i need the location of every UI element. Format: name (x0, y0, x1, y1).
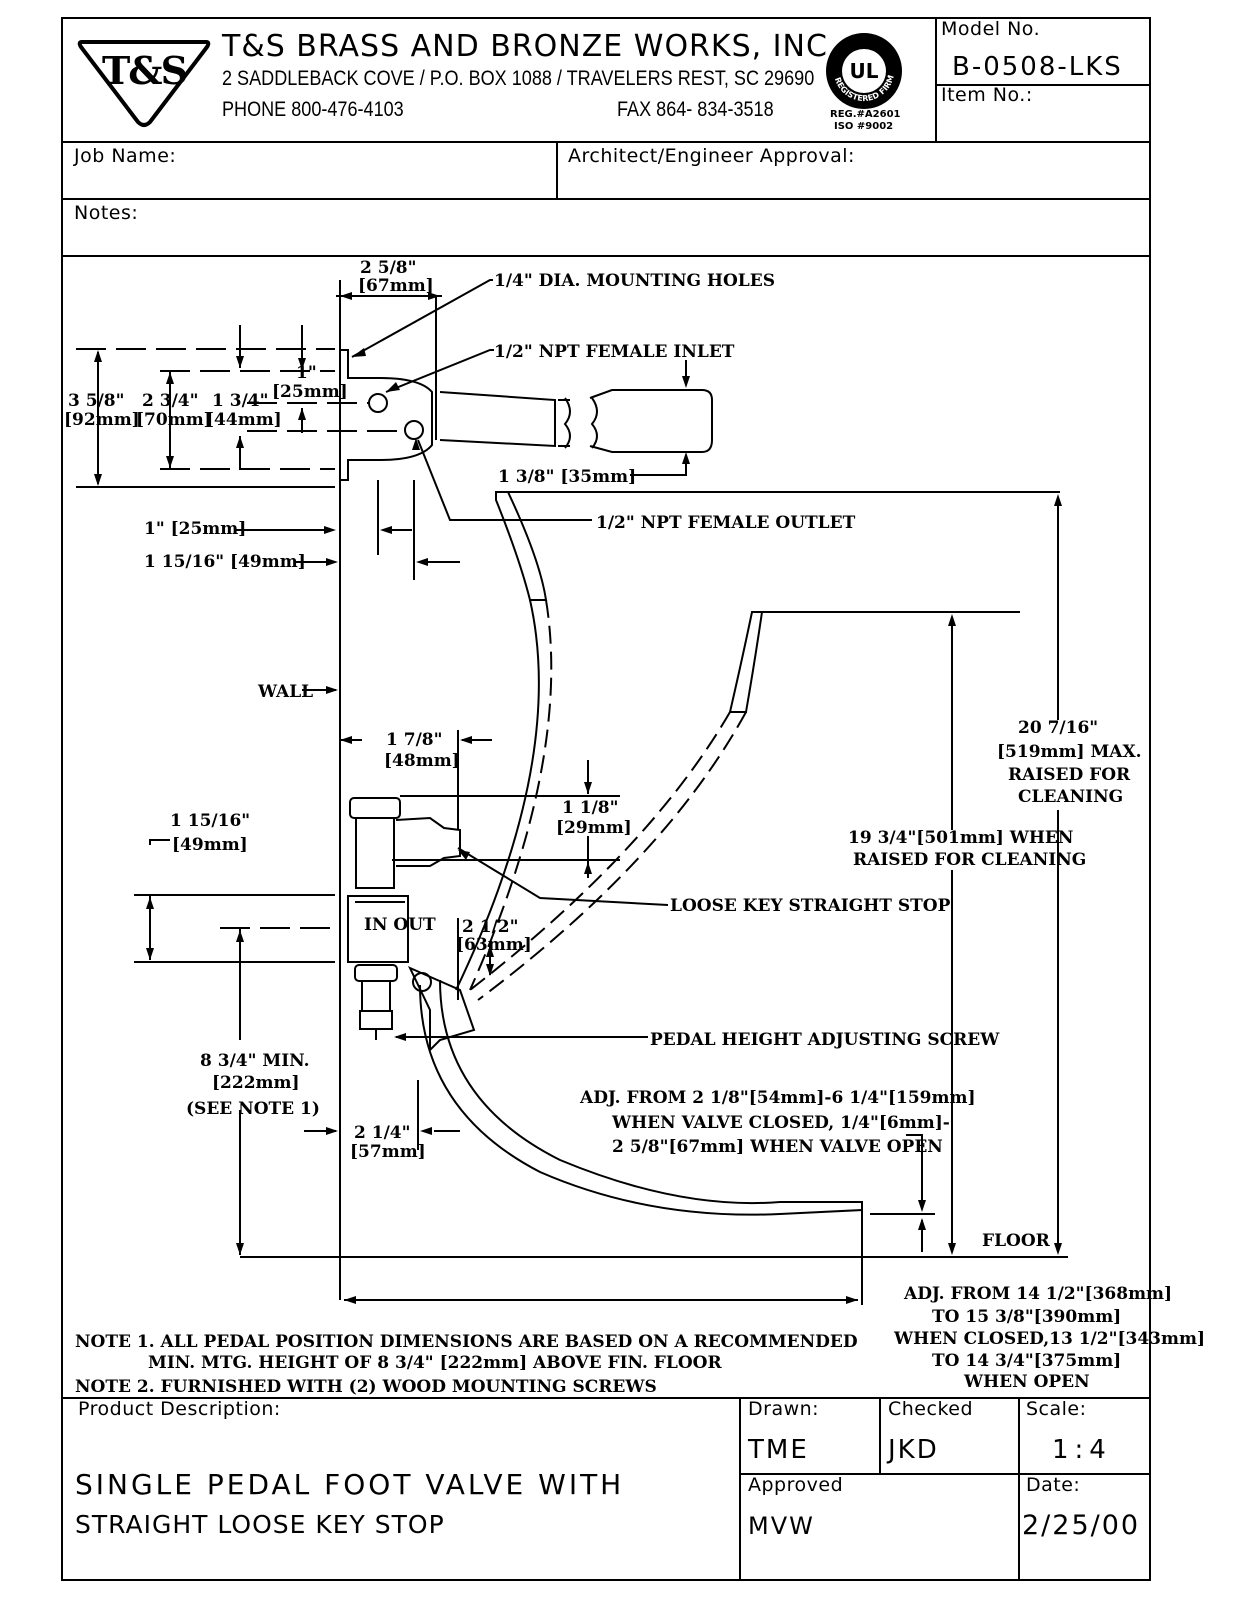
dim-44mm: [44mm] (206, 410, 282, 430)
label-raised-for: RAISED FOR (1008, 765, 1131, 785)
job-row-bottom (61, 198, 1151, 200)
footer-divider-3 (1018, 1397, 1020, 1581)
label-pedal-screw: PEDAL HEIGHT ADJUSTING SCREW (650, 1030, 1000, 1050)
notes-label: Notes: (74, 202, 139, 224)
dim-2-1-4: 2 1/4" (354, 1123, 410, 1143)
footer-mid-rule (739, 1473, 1151, 1475)
label-outlet: 1/2" NPT FEMALE OUTLET (596, 513, 856, 533)
label-adj-b2: TO 15 3/8"[390mm] (932, 1307, 1121, 1327)
dim-92mm: [92mm] (64, 410, 140, 430)
dim-1in: 1" (296, 363, 317, 383)
drawn-value: TME (748, 1435, 809, 1465)
label-loose-key: LOOSE KEY STRAIGHT STOP (670, 896, 951, 916)
ul-iso-number: ISO #9002 (834, 121, 894, 132)
notes-row-bottom (61, 255, 1151, 257)
header-bottom-rule (61, 141, 1151, 143)
ul-registered-icon: UL REGISTERED FIRM (826, 33, 902, 109)
scale-label: Scale: (1026, 1398, 1087, 1420)
label-adj-b4: TO 14 3/4"[375mm] (932, 1351, 1121, 1371)
drawn-label: Drawn: (748, 1398, 820, 1420)
dim-8-3-4: 8 3/4" MIN. (200, 1051, 310, 1071)
dim-19-3-4: 19 3/4"[501mm] WHEN (848, 828, 1073, 848)
dim-49mm: [49mm] (172, 835, 248, 855)
dim-1-15-16: 1 15/16" (170, 811, 250, 831)
label-see-note: (SEE NOTE 1) (186, 1099, 320, 1119)
dim-67mm: [67mm] (358, 276, 434, 296)
company-name: T&S BRASS AND BRONZE WORKS, INC. (222, 29, 839, 64)
dim-2-3-4: 2 3/4" (142, 391, 198, 411)
dim-70mm: [70mm] (136, 410, 212, 430)
label-cleaning: CLEANING (1018, 787, 1123, 807)
date-label: Date: (1026, 1474, 1081, 1496)
job-name-label: Job Name: (74, 145, 177, 167)
dim-20-7-16: 20 7/16" (1018, 718, 1098, 738)
model-no-label: Model No. (941, 18, 1041, 40)
label-adj-b5: WHEN OPEN (963, 1372, 1090, 1392)
dim-48mm: [48mm] (384, 751, 460, 771)
dim-29mm: [29mm] (556, 818, 632, 838)
label-adj-b1: ADJ. FROM 14 1/2"[368mm] (903, 1284, 1172, 1304)
dim-222mm: [222mm] (212, 1073, 300, 1093)
ts-logo: T&S (77, 40, 211, 127)
product-line-1: SINGLE PEDAL FOOT VALVE WITH (75, 1468, 625, 1501)
model-box-mid-rule (935, 84, 1151, 86)
note-1a: NOTE 1. ALL PEDAL POSITION DIMENSIONS AR… (75, 1332, 858, 1352)
approval-label: Architect/Engineer Approval: (568, 145, 855, 167)
date-value: 2/25/00 (1022, 1510, 1141, 1541)
dim-1-3-8: 1 3/8" [35mm] (498, 467, 636, 487)
approved-value: MVW (748, 1512, 815, 1540)
footer-top-rule (61, 1397, 1151, 1399)
label-adj-1: ADJ. FROM 2 1/8"[54mm]-6 1/4"[159mm] (579, 1088, 976, 1108)
job-row-divider (556, 141, 558, 198)
footer-divider-1 (739, 1397, 741, 1581)
label-mounting-holes: 1/4" DIA. MOUNTING HOLES (494, 271, 775, 291)
company-address: 2 SADDLEBACK COVE / P.O. BOX 1088 / TRAV… (222, 67, 815, 90)
dim-1-15-16-b: 1 15/16" [49mm] (144, 552, 306, 572)
sheet-border (61, 17, 1151, 1581)
label-adj-2: WHEN VALVE CLOSED, 1/4"[6mm]- (611, 1113, 950, 1133)
note-2: NOTE 2. FURNISHED WITH (2) WOOD MOUNTING… (75, 1377, 657, 1397)
scale-value: 1:4 (1052, 1435, 1112, 1465)
dim-63mm: [63mm] (456, 935, 532, 955)
company-fax: FAX 864- 834-3518 (617, 98, 774, 121)
footer-divider-2 (879, 1397, 881, 1473)
dim-1in-25mm: 1" [25mm] (144, 519, 246, 539)
foot-valve-diagram: 2 5/8" [67mm] 1/4" DIA. MOUNTING HOLES 1… (64, 258, 1205, 1397)
product-line-2: STRAIGHT LOOSE KEY STOP (75, 1510, 445, 1539)
label-wall: WALL (257, 682, 313, 702)
dim-25mm: [25mm] (272, 382, 348, 402)
approved-label: Approved (748, 1474, 844, 1496)
ul-text: UL (850, 59, 879, 83)
product-desc-label: Product Description: (78, 1398, 281, 1420)
model-no-value: B-0508-LKS (952, 52, 1123, 82)
dim-519mm: [519mm] MAX. (997, 742, 1142, 762)
dim-1-7-8: 1 7/8" (386, 730, 442, 750)
label-raised-cleaning: RAISED FOR CLEANING (853, 850, 1086, 870)
checked-label: Checked (888, 1398, 974, 1420)
item-no-label: Item No.: (941, 84, 1033, 106)
dim-1-1-8: 1 1/8" (562, 798, 618, 818)
company-phone: PHONE 800-476-4103 (222, 98, 404, 121)
dim-2-5-8: 2 5/8" (360, 258, 416, 278)
label-adj-3: 2 5/8"[67mm] WHEN VALVE OPEN (612, 1137, 943, 1157)
logo-text: T&S (102, 48, 187, 93)
dim-1-3-4: 1 3/4" (212, 391, 268, 411)
note-1b: MIN. MTG. HEIGHT OF 8 3/4" [222mm] ABOVE… (148, 1353, 722, 1373)
ul-reg-number: REG.#A2601 (830, 109, 901, 120)
label-floor: FLOOR (982, 1231, 1051, 1251)
checked-value: JKD (888, 1435, 939, 1465)
dim-57mm: [57mm] (350, 1142, 426, 1162)
dim-2-1-2: 2 1/2" (462, 917, 518, 937)
label-in-out: IN OUT (364, 915, 436, 935)
model-box-divider (935, 17, 937, 141)
dim-3-5-8: 3 5/8" (68, 391, 124, 411)
label-inlet: 1/2" NPT FEMALE INLET (494, 342, 735, 362)
label-adj-b3: WHEN CLOSED,13 1/2"[343mm] (893, 1329, 1205, 1349)
